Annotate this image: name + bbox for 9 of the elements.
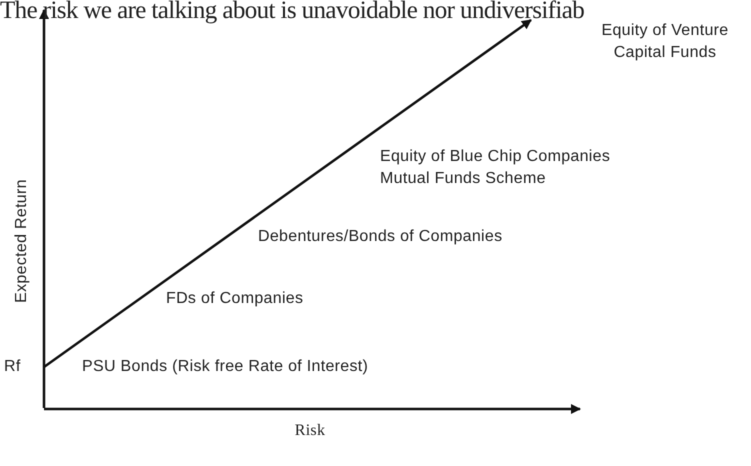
- axis-value-label: Rf: [4, 357, 22, 377]
- category-label: Equity of Venture Capital Funds: [600, 21, 730, 63]
- category-label: Debentures/Bonds of Companies: [258, 227, 504, 247]
- category-label: PSU Bonds (Risk free Rate of Interest): [82, 357, 370, 377]
- axis-title: Risk: [294, 421, 326, 441]
- category-label: Equity of Blue Chip Companies Mutual Funds Scheme: [380, 147, 612, 189]
- axis-title: Expected Return: [12, 178, 31, 305]
- heading-text: The risk we are talking about is unavoidable nor undiversifiab: [0, 0, 586, 24]
- category-label: FDs of Companies: [166, 289, 304, 309]
